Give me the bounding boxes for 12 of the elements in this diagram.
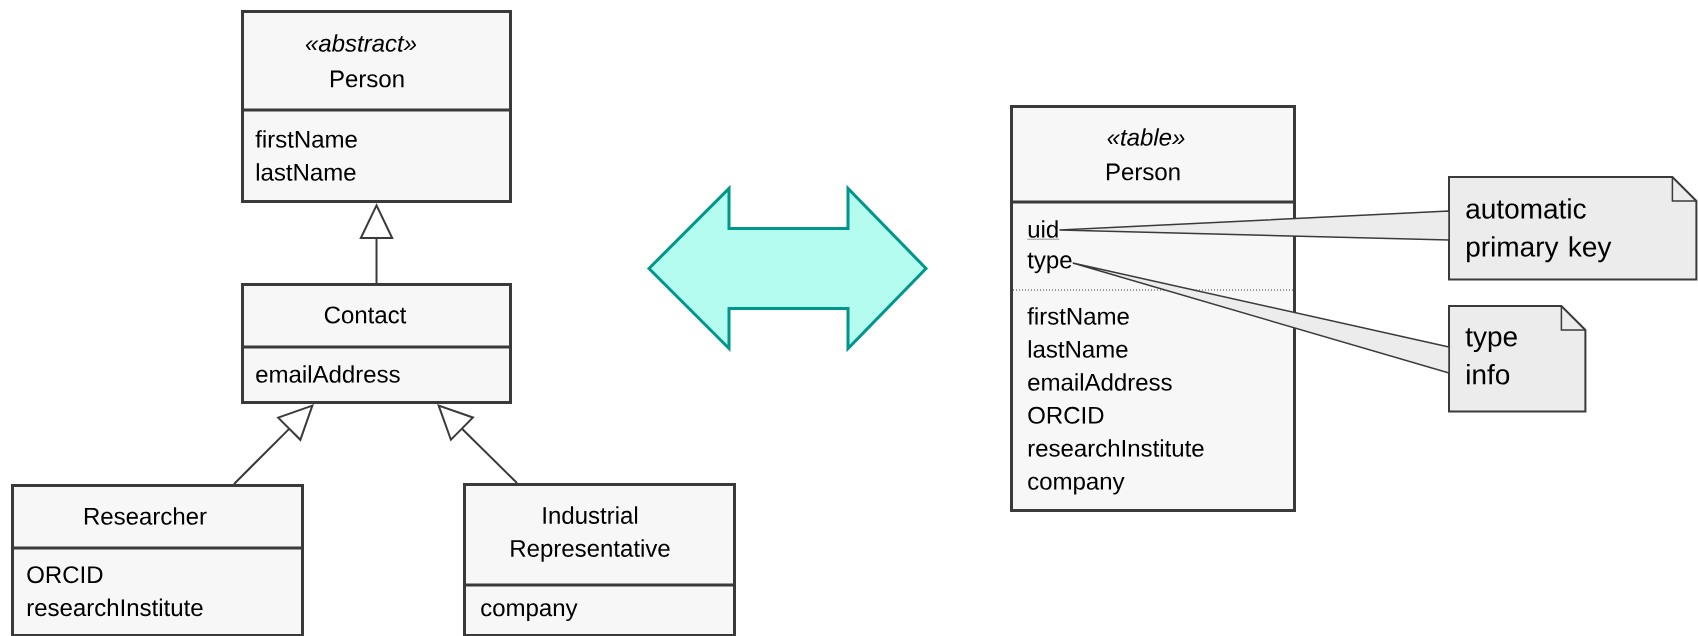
leader-line [1072, 262, 1450, 374]
class-box: Researcher ORCID researchInstitute [11, 484, 304, 636]
attribute-text: uid [1027, 220, 1060, 240]
class-box: Contact emailAddress [241, 283, 512, 404]
generalization-arrow [437, 404, 518, 484]
attribute-text: type [1027, 252, 1072, 274]
class-box: Industrial Representative company [463, 483, 736, 636]
generalization-arrow [233, 404, 314, 485]
class-box: «abstract» Person firstName lastName [241, 10, 512, 203]
note: automatic primary key [1448, 176, 1698, 281]
leader-line [1058, 210, 1450, 241]
note: type info [1448, 305, 1587, 413]
